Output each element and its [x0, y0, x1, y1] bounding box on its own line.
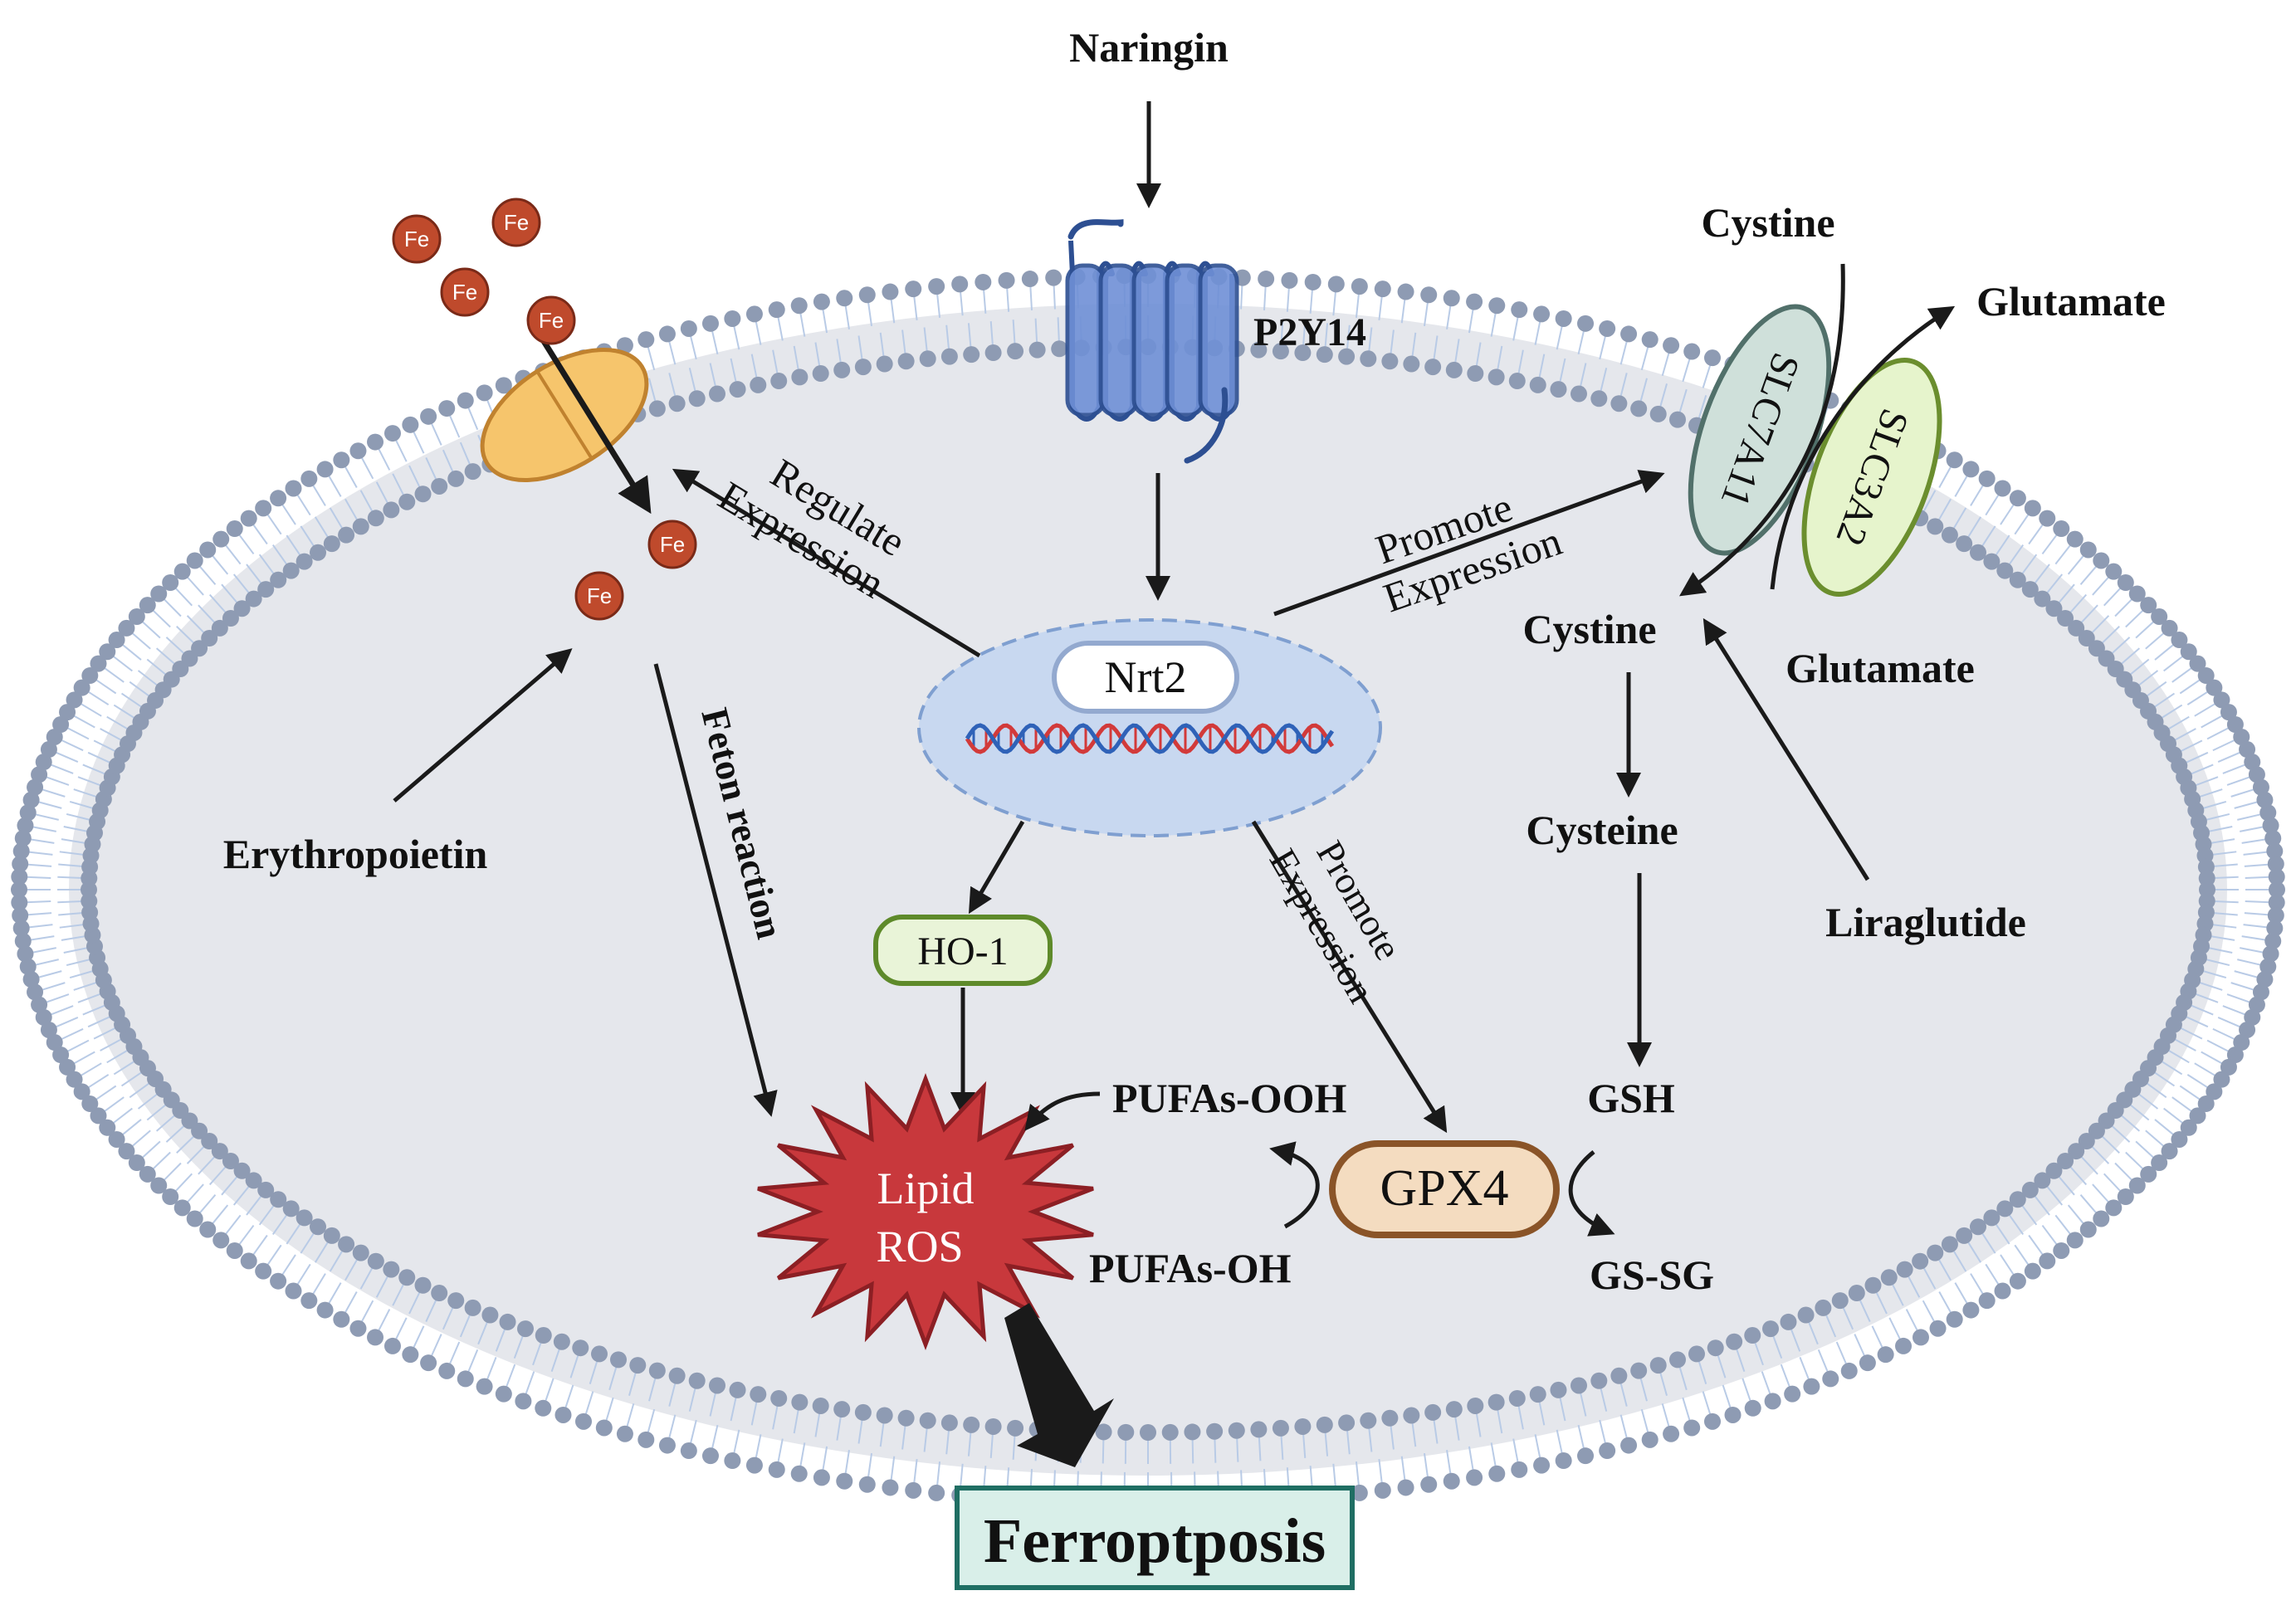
cell-membrane	[11, 267, 2285, 1512]
glutamate-intracellular-label: Glutamate	[1786, 645, 1975, 691]
iron-ion-icon: Fe	[392, 214, 442, 264]
p2y14-receptor-icon	[1067, 219, 1124, 240]
nucleus: Nrt2	[917, 618, 1382, 837]
cystine-extracellular-label: Cystine	[1701, 199, 1834, 246]
iron-ion-label: Fe	[452, 280, 477, 305]
iron-import-arrow	[533, 326, 652, 515]
iron-ion-icon: Fe	[647, 520, 697, 569]
slc7a11-transporter: SLC7A11	[1688, 304, 1832, 556]
slc3a2-icon	[1801, 357, 1942, 598]
cysteine-label: Cysteine	[1526, 807, 1678, 853]
pufas-oh-label: PUFAs-OH	[1089, 1245, 1292, 1291]
naringin-label: Naringin	[1069, 24, 1229, 71]
slc3a2-transporter: SLC3A2	[1801, 357, 1942, 598]
iron-ion-icon: Fe	[526, 295, 576, 345]
promote-slc7a11-arrow	[1273, 470, 1665, 617]
liraglutide-label: Liraglutide	[1825, 899, 2026, 945]
gpx4-right-reaction-arrow	[1568, 1150, 1615, 1237]
nrt2-to-ho1-arrow	[968, 820, 1025, 915]
iron-ion-label: Fe	[504, 210, 529, 235]
iron-ion-label: Fe	[539, 308, 564, 333]
glutamate-export-arrow	[1770, 305, 1956, 590]
lipid-ros-burst-icon	[757, 1073, 1094, 1350]
promote-gpx4-arrow	[1251, 820, 1448, 1134]
ho1-label: HO-1	[917, 929, 1008, 973]
receptor-helices	[1065, 240, 1239, 422]
p2y14-receptor	[1065, 219, 1239, 464]
iron-ion-icon: Fe	[574, 571, 624, 621]
iron-ion-label: Fe	[587, 583, 612, 608]
slc7a11-icon	[1688, 304, 1832, 556]
iron-ion-label: Fe	[404, 227, 429, 251]
glutamate-extracellular-label: Glutamate	[1976, 278, 2166, 324]
iron-ion-icon: Fe	[440, 267, 490, 317]
liraglutide-arrow	[1702, 617, 1870, 881]
dna-helix-icon	[965, 723, 1335, 754]
nrt2-label: Nrt2	[1105, 652, 1187, 702]
ros-to-ferroptosis-arrow	[1004, 1303, 1114, 1467]
membrane-phospholipid-heads	[11, 267, 2285, 1512]
gpx4-protein	[1329, 1140, 1560, 1238]
receptor-c-tail	[1184, 387, 1229, 464]
cystine-import-arrow	[1679, 263, 1845, 597]
ferroptosis-box	[955, 1486, 1355, 1590]
lipid-ros-line1: Lipid	[877, 1164, 975, 1213]
regulate-expression-arrow	[672, 468, 981, 658]
lipid-ros-line2: ROS	[876, 1222, 963, 1271]
iron-channel	[480, 347, 649, 483]
ferroptosis-label: Ferroptposis	[984, 1506, 1326, 1576]
cystine-intracellular-label: Cystine	[1522, 606, 1656, 652]
pufas-ooh-label: PUFAs-OOH	[1112, 1075, 1346, 1121]
gsh-label: GSH	[1587, 1075, 1675, 1121]
erythropoietin-label: Erythropoietin	[223, 831, 488, 877]
erythropoietin-arrow	[393, 648, 573, 803]
p2y14-label: P2Y14	[1253, 310, 1366, 354]
gpx4-label: GPX4	[1380, 1160, 1508, 1217]
fenton-arrow	[653, 663, 778, 1117]
gpx4-left-reaction-arrow	[1269, 1141, 1320, 1229]
nrt2-gene-box	[1052, 641, 1239, 714]
iron-ion-label: Fe	[660, 532, 685, 557]
pufas-ooh-to-ros-arrow	[1024, 1091, 1101, 1131]
iron-ion-icon: Fe	[491, 198, 541, 247]
nucleus-envelope	[917, 618, 1382, 837]
ho1-protein	[873, 915, 1053, 986]
gssg-label: GS-SG	[1590, 1252, 1714, 1298]
